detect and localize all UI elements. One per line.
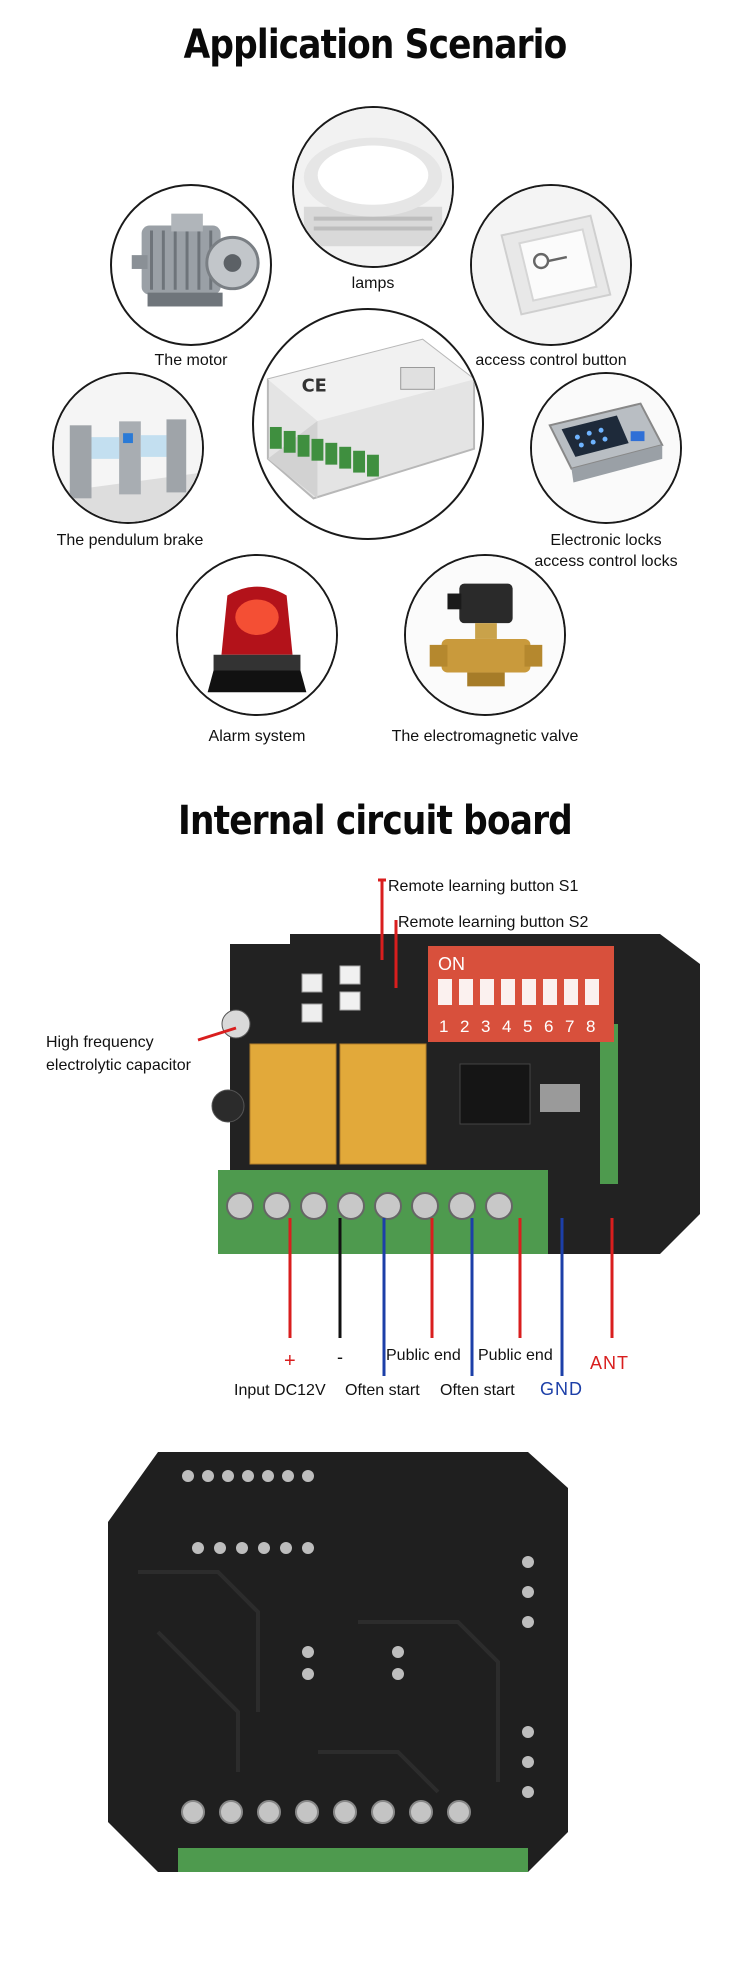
alarm-circle [176,554,338,716]
solenoid-valve-icon [406,556,564,714]
terminal-minus-label: - [337,1347,343,1367]
application-scenario-title: Application Scenario [183,22,568,68]
electronic-lock-label-2: access control locks [534,553,678,570]
terminal-public-end-1: Public end [386,1347,461,1364]
internal-circuit-board-title: Internal circuit board [178,798,573,844]
learning-button-s2 [339,991,361,1011]
dip-number-3: 3 [481,1017,490,1036]
valve-label: The electromagnetic valve [391,728,579,745]
electronic-lock-label-1: Electronic locks [550,532,662,549]
side-header-pins [600,1024,618,1184]
alarm-light-icon [178,556,336,714]
terminal-gnd-label: GND [540,1379,583,1399]
electronic-lock-circle [530,372,682,524]
lamp-circle [292,106,454,268]
turnstile-icon [54,374,202,522]
relay-1 [249,1043,337,1165]
terminal-often-start-2: Often start [440,1382,515,1399]
dip-number-4: 4 [502,1017,511,1036]
motor-circle [110,184,272,346]
dip-number-5: 5 [523,1017,532,1036]
callout-capacitor-2: electrolytic capacitor [46,1057,191,1074]
callout-s1: Remote learning button S1 [388,878,579,895]
dip-number-1: 1 [439,1017,448,1036]
learning-button-s1 [339,965,361,985]
terminal-plus-label: + [284,1350,296,1372]
motor-label: The motor [154,352,228,369]
pendulum-brake-label: The pendulum brake [56,532,204,549]
pcb-bottom-view [98,1452,608,1872]
dip-on-label: ON [438,954,465,974]
terminal-public-end-2: Public end [478,1347,553,1364]
switch-button-icon [472,186,630,344]
valve-circle [404,554,566,716]
terminal-input-label: Input DC12V [234,1382,326,1399]
callout-capacitor-1: High frequency [46,1034,154,1051]
receiver-module-icon: CE [266,338,476,500]
terminal-often-start-1: Often start [345,1382,420,1399]
dip-number-7: 7 [565,1017,574,1036]
pendulum-brake-circle [52,372,204,524]
electronic-lock-icon [532,374,680,522]
motor-icon [131,213,260,307]
access-button-label: access control button [475,352,627,369]
dip-number-2: 2 [460,1017,469,1036]
pcb-top-view: ON 1 2 3 4 5 6 7 8 [190,874,710,1294]
alarm-label: Alarm system [208,728,306,745]
access-button-circle [470,184,632,346]
dip-number-6: 6 [544,1017,553,1036]
lamp-icon [294,108,452,266]
relay-2 [339,1043,427,1165]
lamps-label: lamps [351,275,395,292]
terminal-ant-label: ANT [590,1353,629,1373]
svg-text:CE: CE [302,375,327,396]
receiver-module-circle: CE [252,308,484,540]
callout-s2: Remote learning button S2 [398,914,589,931]
dip-number-8: 8 [586,1017,595,1036]
